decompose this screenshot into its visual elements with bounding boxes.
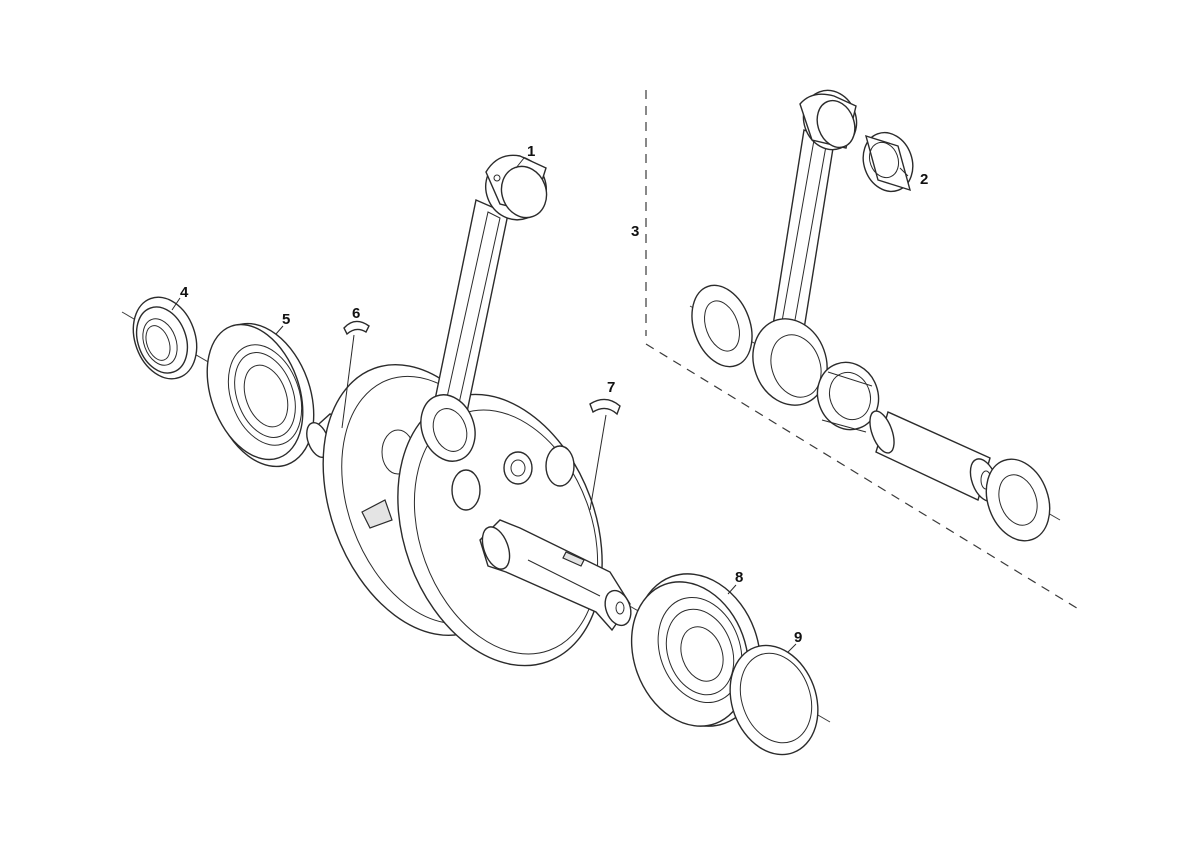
kit-thrust-washer-left	[691, 284, 753, 368]
callout-labels: 1 2 3 4 5 6 7 8 9	[180, 143, 928, 646]
part-6-woodruff-key	[343, 320, 370, 336]
part-3-kit-boundary	[645, 90, 1081, 611]
kit-needle-bearing-large	[816, 361, 880, 433]
leader-lines	[171, 157, 909, 653]
kit-thrust-washer-right	[985, 458, 1051, 542]
callout-3: 3	[631, 223, 639, 240]
part-9-oil-seal	[729, 644, 819, 756]
part-1-connecting-rod	[420, 154, 548, 462]
callout-7: 7	[607, 379, 615, 396]
callout-6: 6	[352, 305, 360, 322]
callout-4: 4	[180, 284, 189, 301]
callout-2: 2	[920, 171, 928, 188]
kit-needle-bearing-small	[862, 131, 914, 193]
part-5-bearing	[206, 322, 315, 468]
part-8-bearing	[630, 573, 762, 727]
callout-8: 8	[735, 569, 743, 586]
callout-1: 1	[527, 143, 535, 160]
part-4-oil-seal	[132, 296, 198, 380]
crankshaft	[306, 364, 632, 667]
kit-connecting-rod	[752, 89, 858, 406]
part-7-woodruff-key	[589, 398, 621, 416]
callout-9: 9	[794, 629, 802, 646]
callout-5: 5	[282, 311, 290, 328]
